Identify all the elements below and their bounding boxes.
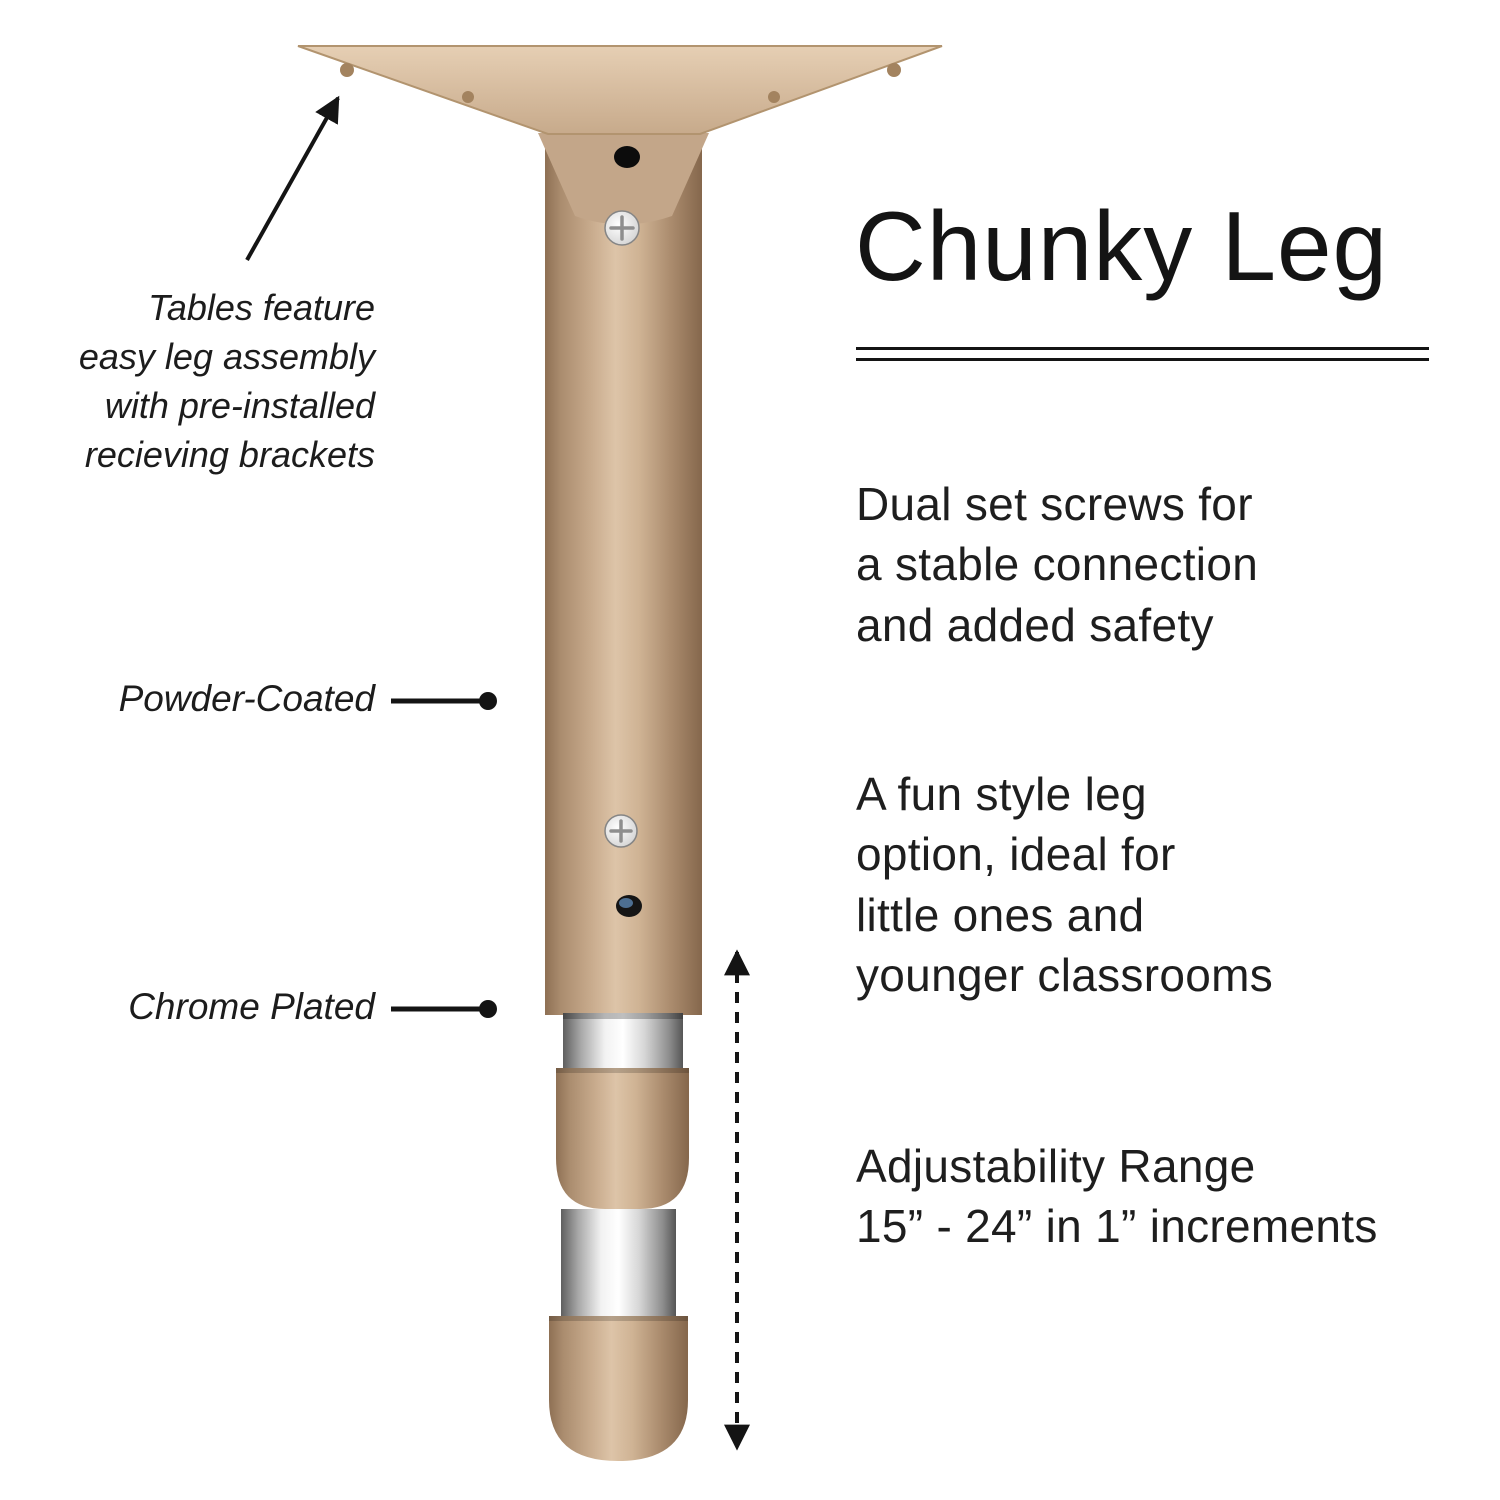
- plate-screw-hole: [340, 63, 354, 77]
- tube-top-hole: [614, 146, 640, 168]
- page-title: Chunky Leg: [855, 191, 1389, 301]
- plate-screw-hole: [462, 91, 474, 103]
- feature-fun-style-leg: A fun style leg option, ideal for little…: [856, 768, 1274, 1001]
- chrome-lower-section: [561, 1209, 676, 1319]
- chrome-upper-shadow: [563, 1013, 683, 1019]
- plate-screw-hole: [768, 91, 780, 103]
- powder-coated-label: Powder-Coated: [118, 678, 375, 719]
- plate-screw-hole: [887, 63, 901, 77]
- assembly-arrow-icon: [245, 95, 340, 261]
- foot-top-shadow: [549, 1316, 688, 1321]
- powder-coated-pointer-dot: [479, 692, 497, 710]
- weld-joint: [538, 133, 709, 225]
- title-double-underline: [856, 347, 1429, 361]
- foot-cap: [549, 1316, 688, 1461]
- mounting-plate: [297, 45, 943, 135]
- tube-lower-hole-glint: [619, 898, 633, 908]
- chrome-plated-pointer-dot: [479, 1000, 497, 1018]
- chrome-plated-label: Chrome Plated: [128, 986, 375, 1027]
- leg-tube: [545, 100, 702, 1015]
- feature-dual-set-screws: Dual set screws for a stable connection …: [856, 478, 1259, 651]
- screw-cross-icon: [609, 215, 635, 241]
- screw-cross-icon: [609, 819, 633, 843]
- collar-top-shadow: [556, 1068, 689, 1073]
- chrome-upper-section: [563, 1013, 683, 1070]
- assembly-note: Tables feature easy leg assembly with pr…: [78, 287, 375, 475]
- adjustment-collar: [556, 1068, 689, 1209]
- feature-adjustability-range: Adjustability Range 15” - 24” in 1” incr…: [856, 1140, 1378, 1253]
